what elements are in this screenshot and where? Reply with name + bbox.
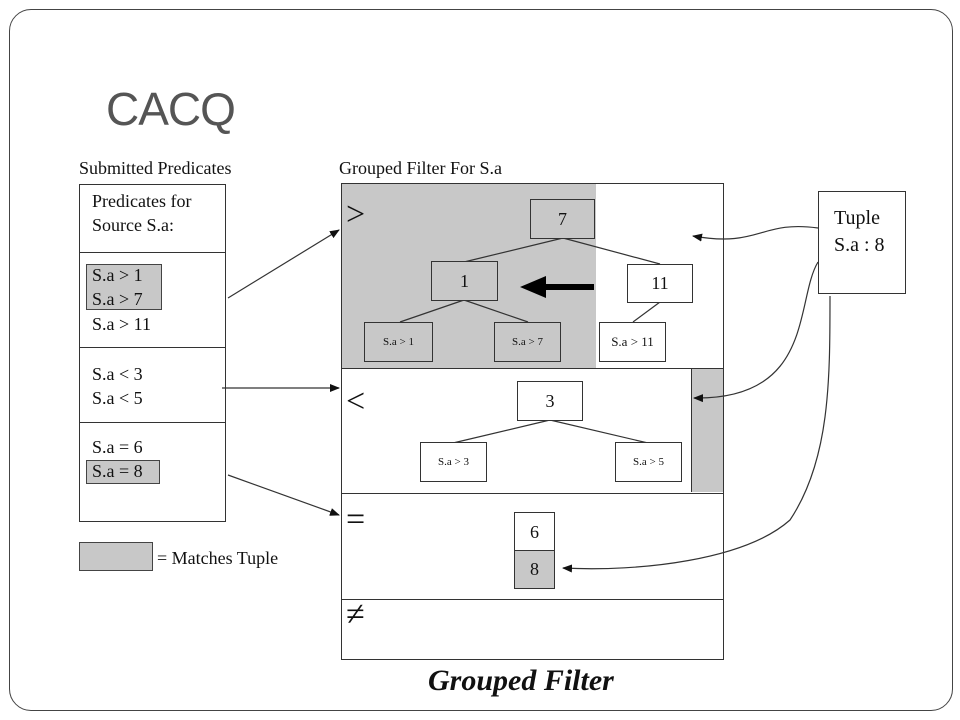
gt-leaf-11: S.a > 11 xyxy=(599,322,666,362)
gt-root-node: 7 xyxy=(530,199,595,239)
slide-title: CACQ xyxy=(106,83,236,135)
tuple-label: Tuple xyxy=(834,207,880,229)
legend-swatch xyxy=(79,542,153,571)
predicate-eq-6: S.a = 6 xyxy=(92,437,143,457)
divider xyxy=(79,347,226,348)
gt-leaf-7: S.a > 7 xyxy=(494,322,561,362)
divider xyxy=(79,252,226,253)
lt-leaf-3: S.a > 3 xyxy=(420,442,487,482)
predicate-gt-7: S.a > 7 xyxy=(92,289,143,309)
operator-lt: < xyxy=(346,383,366,420)
divider xyxy=(341,599,724,600)
submitted-predicates-heading: Submitted Predicates xyxy=(79,158,232,178)
divider xyxy=(341,368,724,369)
operator-ne: ≠ xyxy=(346,596,365,633)
lt-root-node: 3 xyxy=(517,381,583,421)
divider xyxy=(79,422,226,423)
source-label-line2: Source S.a: xyxy=(92,215,174,235)
tuple-box xyxy=(818,191,906,294)
diagram-caption: Grouped Filter xyxy=(428,664,614,697)
match-highlight xyxy=(86,460,160,484)
predicate-eq-8: S.a = 8 xyxy=(92,461,143,481)
lt-leaf-5: S.a > 5 xyxy=(615,442,682,482)
predicate-gt-11: S.a > 11 xyxy=(92,314,151,334)
lt-match-region xyxy=(691,369,723,492)
operator-eq: = xyxy=(346,501,366,538)
gt-leaf-1: S.a > 1 xyxy=(364,322,433,362)
divider xyxy=(341,493,724,494)
gt-right-node: 11 xyxy=(627,264,693,303)
predicate-gt-1: S.a > 1 xyxy=(92,265,143,285)
tuple-value: S.a : 8 xyxy=(834,234,885,256)
operator-gt: > xyxy=(346,196,366,233)
predicate-lt-5: S.a < 5 xyxy=(92,388,143,408)
grouped-filter-heading: Grouped Filter For S.a xyxy=(339,158,502,178)
match-highlight xyxy=(86,264,162,310)
eq-value-6: 6 xyxy=(514,512,555,552)
predicate-lt-3: S.a < 3 xyxy=(92,364,143,384)
eq-value-8: 8 xyxy=(514,550,555,589)
legend-label: = Matches Tuple xyxy=(157,548,279,568)
source-label-line1: Predicates for xyxy=(92,191,192,211)
gt-left-node: 1 xyxy=(431,261,498,301)
